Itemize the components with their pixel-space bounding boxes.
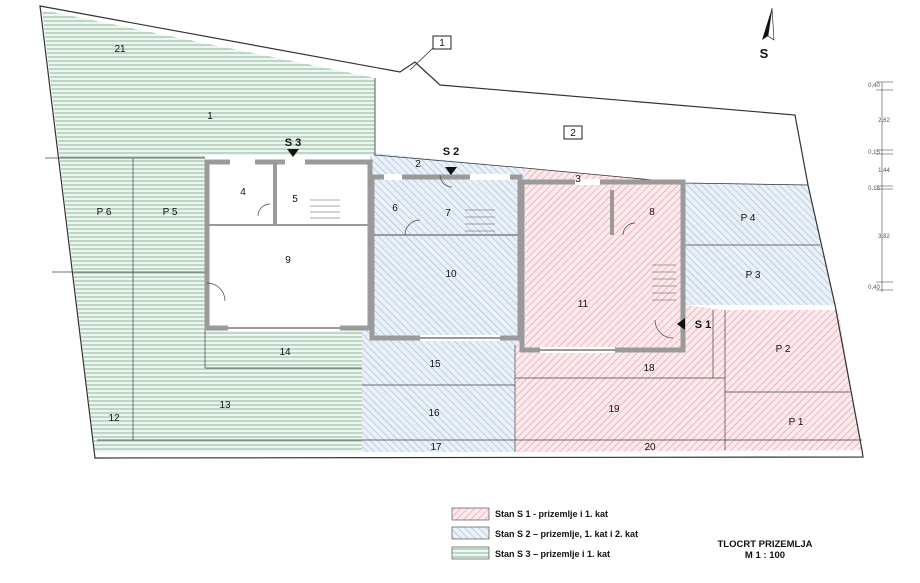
room-label: 12 (108, 413, 120, 424)
entrance-s1-marker (677, 318, 685, 330)
room-label: 3 (575, 174, 581, 185)
room-label: P 6 (97, 207, 112, 218)
legend-swatch-s3 (451, 546, 490, 560)
area-s1 (515, 168, 862, 452)
legend-label-s3: Stan S 3 – prizemlje i 1. kat (495, 549, 610, 559)
entrance-s2-marker (445, 167, 457, 175)
room-label: 4 (240, 187, 246, 198)
area-p4-p3 (685, 183, 835, 305)
drawing-scale: M 1 : 100 (745, 550, 785, 561)
dimension-label: 0,40 (868, 83, 880, 89)
room-label: 5 (292, 194, 298, 205)
dimension-label: 1,44 (878, 168, 890, 174)
stairs (310, 199, 676, 301)
entrance-s3-marker (287, 149, 299, 157)
entrance-label-s3: S 3 (285, 137, 302, 149)
room-label: 18 (643, 363, 655, 374)
room-label: 16 (428, 408, 440, 419)
dimension-label: 0,15 (868, 186, 880, 192)
room-label: 19 (608, 404, 620, 415)
legend-label-s1: Stan S 1 - prizemlje i 1. kat (495, 509, 608, 519)
room-label: P 1 (789, 417, 804, 428)
legend: Stan S 1 - prizemlje i 1. kat Stan S 2 –… (451, 507, 638, 560)
room-label: 15 (429, 359, 441, 370)
room-label: P 4 (741, 213, 756, 224)
window-lines (228, 327, 615, 351)
room-label: P 2 (776, 344, 791, 355)
callout-2: 2 (570, 128, 576, 139)
dimension-label: 3,82 (878, 234, 890, 240)
room-label: 13 (219, 400, 231, 411)
room-label: 20 (644, 442, 656, 453)
room-label: 11 (578, 299, 589, 310)
dimension-label: 2,62 (878, 118, 890, 124)
callout-1: 1 (439, 38, 445, 49)
area-s3 (42, 10, 375, 452)
room-label: 1 (207, 111, 213, 122)
dimension-chain: 0,40 2,62 0,15 1,44 0,15 3,82 0,40 (868, 81, 893, 292)
entrance-label-s1: S 1 (695, 319, 712, 331)
path-line (374, 78, 809, 186)
drawing-title: TLOCRT PRIZEMLJA (718, 539, 813, 550)
internal-lines (45, 157, 862, 452)
room-label: 6 (392, 203, 398, 214)
room-label: 14 (279, 347, 291, 358)
room-label: 21 (114, 44, 126, 55)
room-label: 10 (445, 269, 457, 280)
doors (206, 174, 674, 339)
callout-box-2 (563, 125, 583, 140)
legend-swatch-s1 (451, 507, 490, 521)
room-label: 8 (649, 207, 655, 218)
room-label: 9 (285, 255, 291, 266)
callout-box-1 (432, 35, 452, 50)
legend-swatch-s2 (451, 526, 490, 540)
dimension-label: 0,15 (868, 150, 880, 156)
legend-label-s2: Stan S 2 – prizemlje, 1. kat i 2. kat (495, 529, 638, 539)
north-label: S (760, 46, 769, 61)
north-arrow-icon (762, 7, 775, 41)
dimension-label: 0,40 (868, 285, 880, 291)
room-label: 17 (430, 442, 442, 453)
room-labels: 21 1 2 3 S 3 S 2 2 4 5 6 7 8 P 6 P 5 P 4… (97, 44, 804, 453)
room-label: 7 (445, 208, 451, 219)
entrance-label-s2: S 2 (443, 146, 460, 158)
room-label: P 5 (163, 207, 178, 218)
room-label: P 3 (746, 270, 761, 281)
area-s2 (362, 153, 525, 452)
room-label: 2 (415, 159, 421, 170)
